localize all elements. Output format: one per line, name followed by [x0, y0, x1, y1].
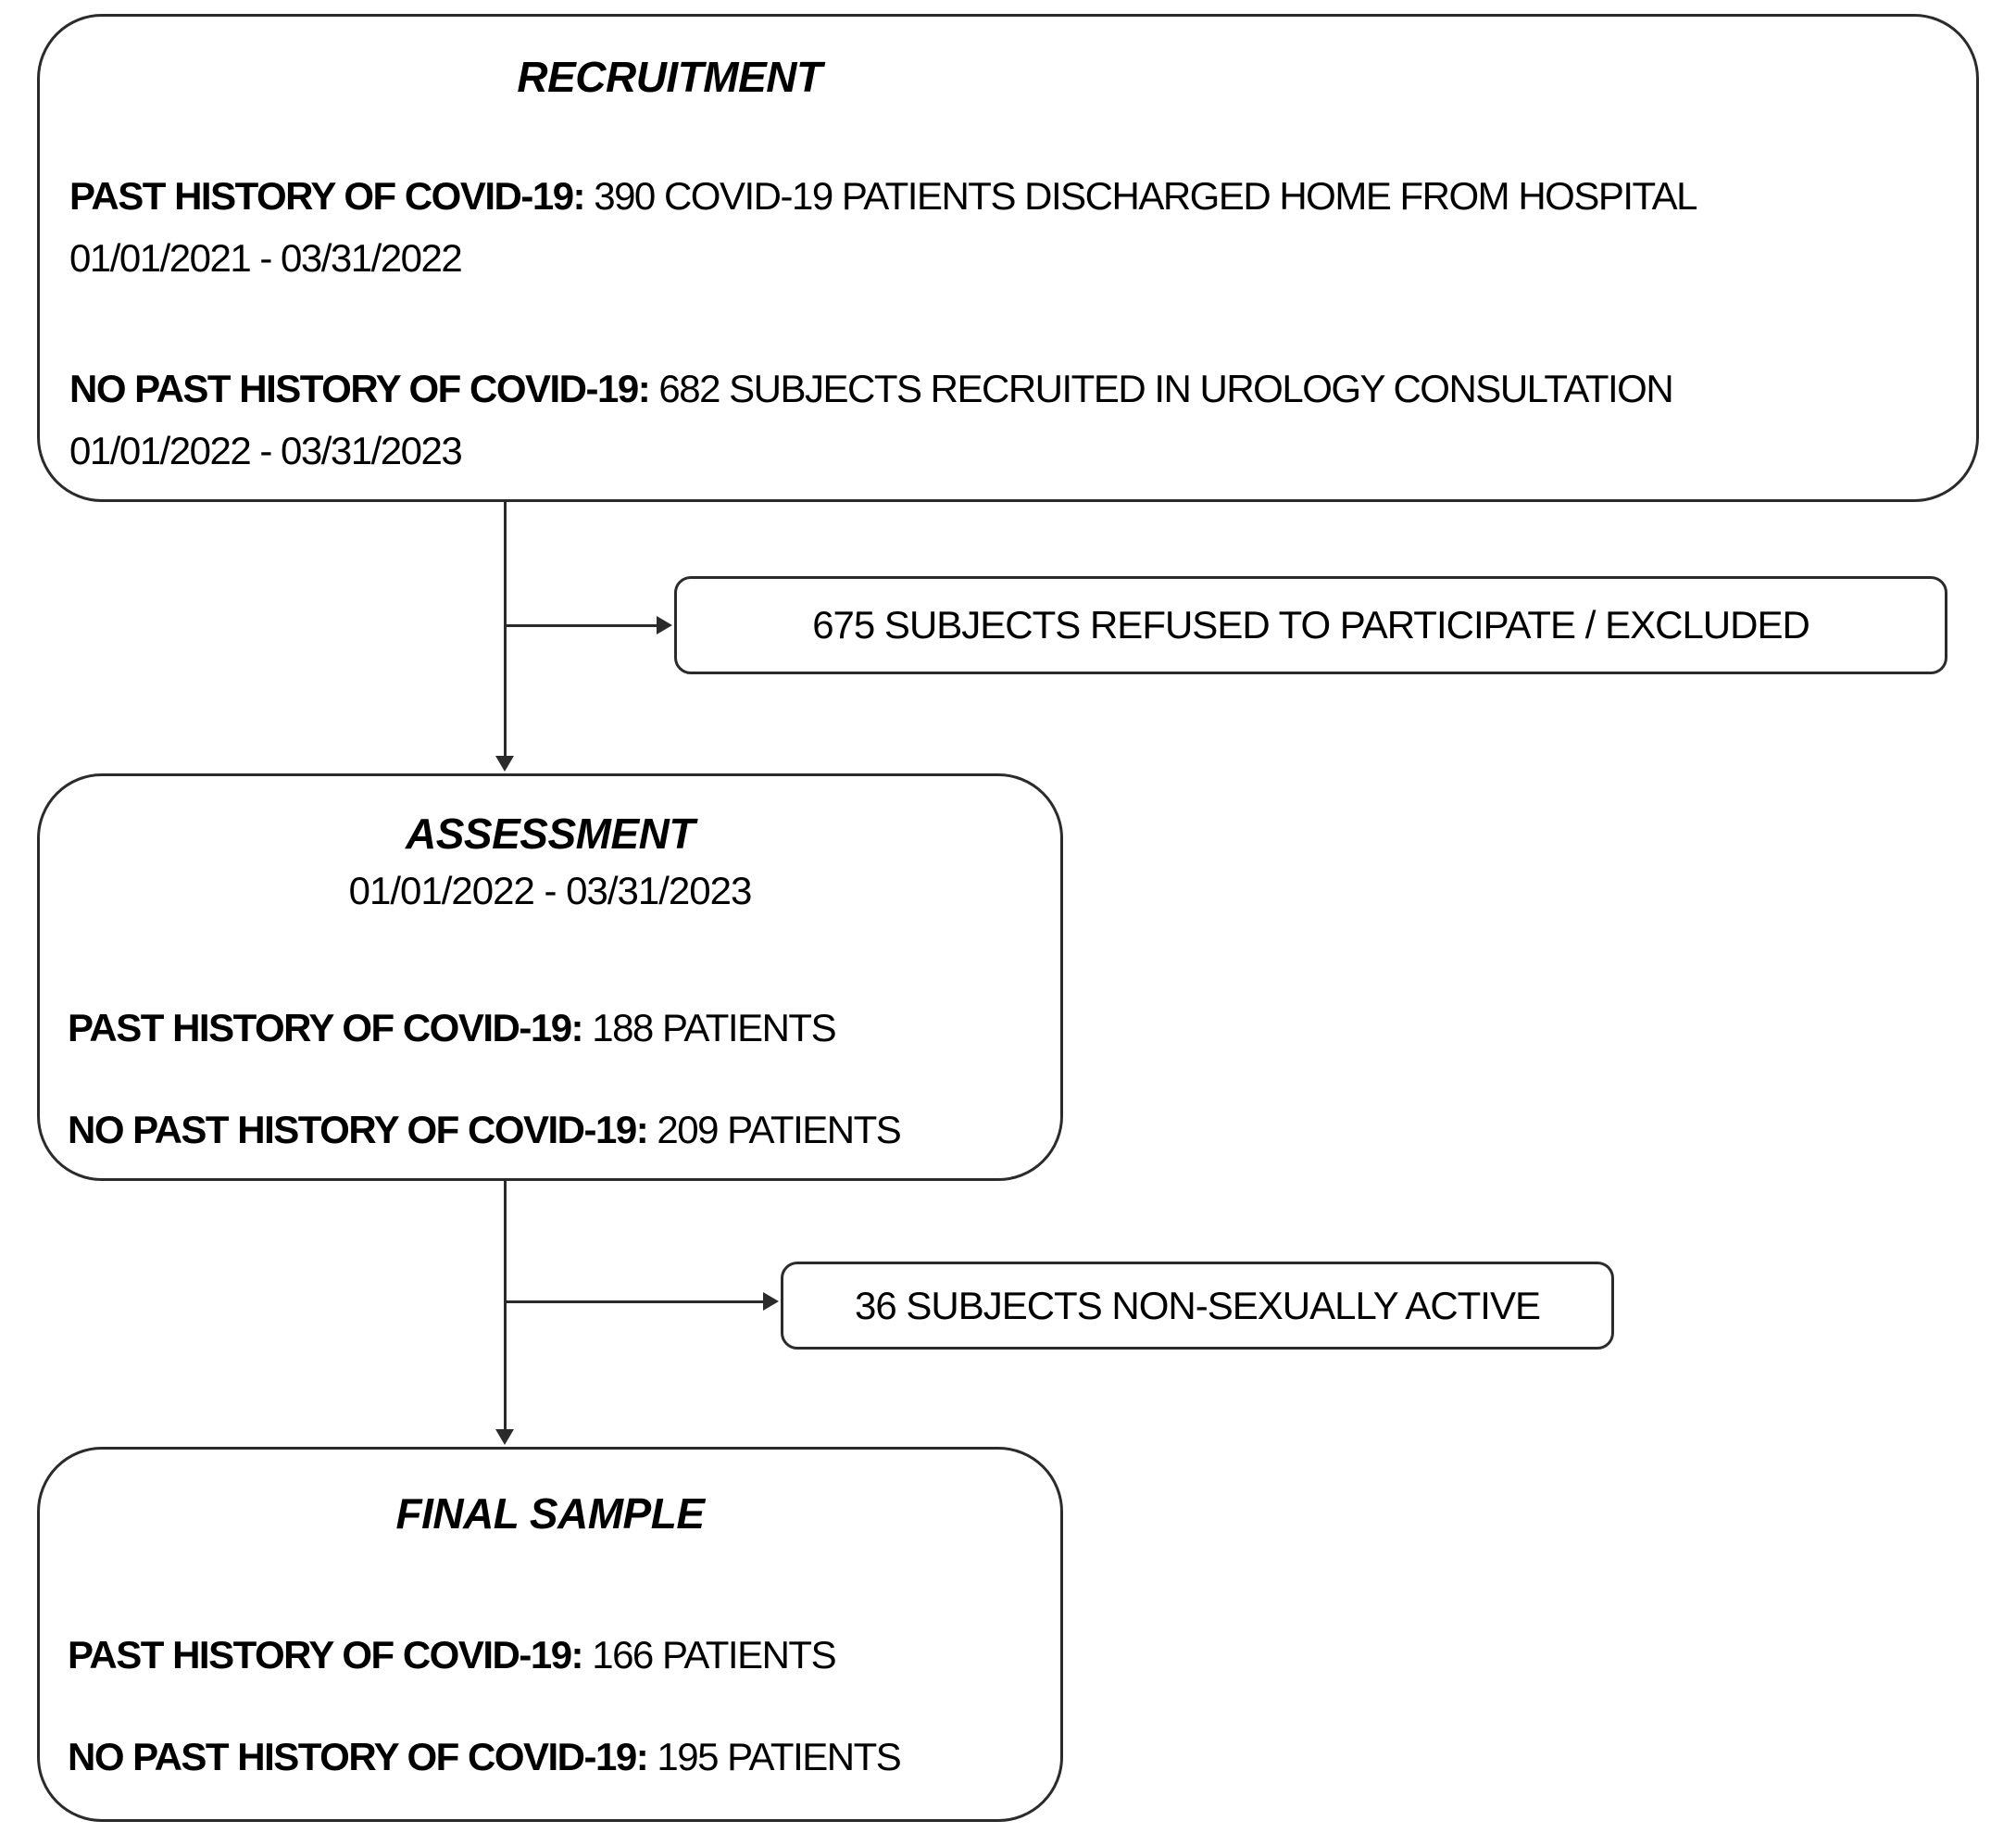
arrow-right-icon — [657, 616, 672, 634]
past-history-label: PAST HISTORY OF COVID-19: — [69, 174, 586, 218]
past-history-value: 166 PATIENTS — [582, 1633, 836, 1676]
recruitment-box: RECRUITMENT PAST HISTORY OF COVID-19: 39… — [37, 14, 1979, 502]
past-history-dates: 01/01/2021 - 03/31/2022 — [69, 236, 463, 280]
arrow-down-icon — [495, 1429, 514, 1445]
recruitment-title: RECRUITMENT — [517, 53, 822, 101]
assessment-dates: 01/01/2022 - 03/31/2023 — [348, 869, 753, 912]
connector-exclusion-2 — [505, 1300, 766, 1303]
no-past-history-value: 195 PATIENTS — [647, 1735, 901, 1778]
connector-assessment-final — [504, 1181, 507, 1433]
connector-exclusion-1 — [505, 624, 659, 627]
exclusion-non-sexually-active-text: 36 SUBJECTS NON-SEXUALLY ACTIVE — [854, 1283, 1541, 1327]
no-past-history-label: NO PAST HISTORY OF COVID-19: — [68, 1108, 649, 1151]
exclusion-box-non-sexually-active: 36 SUBJECTS NON-SEXUALLY ACTIVE — [781, 1262, 1614, 1350]
exclusion-box-refused: 675 SUBJECTS REFUSED TO PARTICIPATE / EX… — [674, 576, 1947, 674]
no-past-history-value: 682 SUBJECTS RECRUITED IN UROLOGY CONSUL… — [649, 367, 1673, 410]
connector-recruitment-assessment — [504, 502, 507, 760]
arrow-right-icon — [763, 1292, 779, 1311]
assessment-title: ASSESSMENT — [406, 810, 695, 858]
assessment-past-history-line: PAST HISTORY OF COVID-19: 188 PATIENTS — [68, 997, 837, 1059]
past-history-label: PAST HISTORY OF COVID-19: — [68, 1006, 584, 1049]
final-no-past-history-line: NO PAST HISTORY OF COVID-19: 195 PATIENT… — [68, 1726, 902, 1788]
no-past-history-dates: 01/01/2022 - 03/31/2023 — [69, 429, 463, 472]
past-history-value: 390 COVID-19 PATIENTS DISCHARGED HOME FR… — [584, 174, 1697, 218]
past-history-label: PAST HISTORY OF COVID-19: — [68, 1633, 584, 1676]
final-sample-title: FINAL SAMPLE — [395, 1489, 705, 1538]
no-past-history-value: 209 PATIENTS — [647, 1108, 901, 1151]
exclusion-refused-text: 675 SUBJECTS REFUSED TO PARTICIPATE / EX… — [812, 603, 1810, 647]
recruitment-no-past-history-line: NO PAST HISTORY OF COVID-19: 682 SUBJECT… — [69, 358, 1674, 482]
recruitment-past-history-line: PAST HISTORY OF COVID-19: 390 COVID-19 P… — [69, 165, 1697, 289]
final-past-history-line: PAST HISTORY OF COVID-19: 166 PATIENTS — [68, 1624, 837, 1686]
assessment-no-past-history-line: NO PAST HISTORY OF COVID-19: 209 PATIENT… — [68, 1099, 902, 1161]
arrow-down-icon — [495, 756, 514, 772]
assessment-box: ASSESSMENT 01/01/2022 - 03/31/2023 PAST … — [37, 773, 1063, 1181]
no-past-history-label: NO PAST HISTORY OF COVID-19: — [69, 367, 651, 410]
past-history-value: 188 PATIENTS — [582, 1006, 836, 1049]
final-sample-box: FINAL SAMPLE PAST HISTORY OF COVID-19: 1… — [37, 1447, 1063, 1822]
no-past-history-label: NO PAST HISTORY OF COVID-19: — [68, 1735, 649, 1778]
